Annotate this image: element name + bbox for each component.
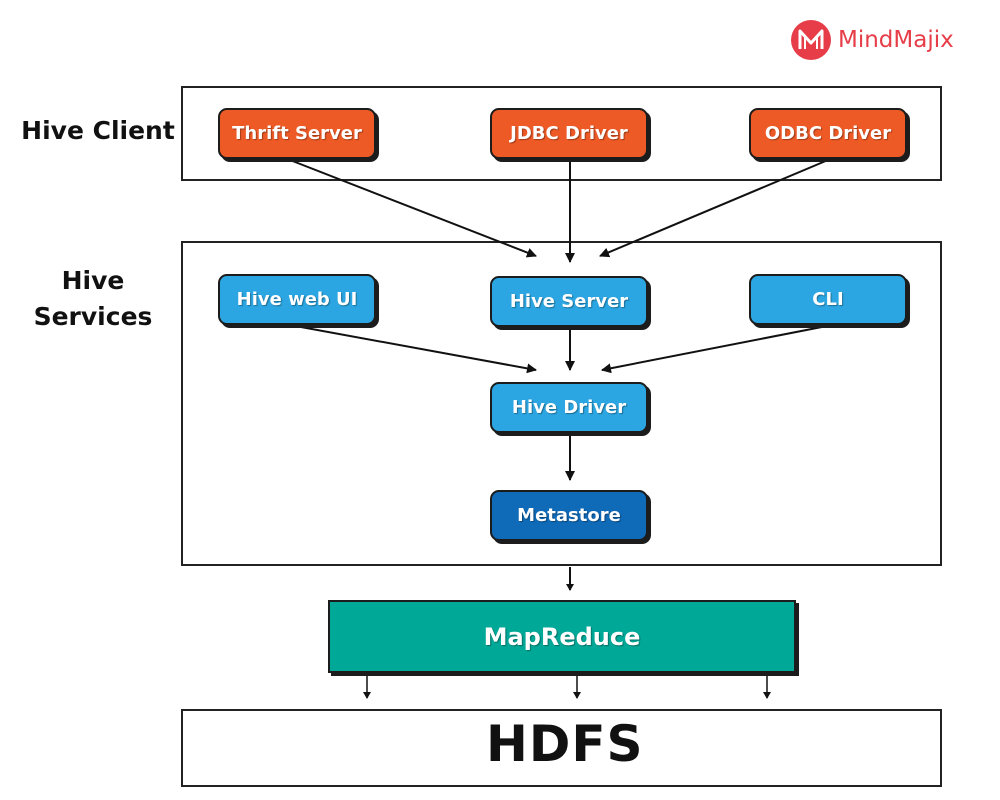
hive-server-label: Hive Server — [509, 291, 629, 312]
arrow-cli-to-driver — [601, 324, 833, 374]
hdfs-label: HDFS — [486, 715, 644, 773]
hive-driver-label: Hive Driver — [511, 397, 627, 418]
hive-server-node: Hive Server — [490, 276, 648, 327]
hive-web-ui-node: Hive web UI — [218, 274, 376, 325]
cli-node: CLI — [749, 274, 907, 325]
thrift-server-label: Thrift Server — [232, 123, 362, 144]
brand-name: MindMajix — [838, 27, 954, 53]
odbc-driver-node: ODBC Driver — [749, 108, 907, 159]
arrow-thrift-to-server — [289, 159, 537, 258]
mapreduce-label: MapReduce — [483, 622, 641, 651]
mapreduce-box: MapReduce — [328, 600, 796, 673]
hive-services-label-line2: Services — [33, 302, 153, 331]
hive-services-label: Hive Services — [18, 263, 168, 335]
hive-services-label-line1: Hive — [61, 266, 125, 295]
metastore-label: Metastore — [517, 505, 621, 526]
hive-client-label-text: Hive Client — [21, 116, 175, 145]
hdfs-frame — [181, 709, 942, 787]
metastore-node: Metastore — [490, 490, 648, 541]
arrow-webui-to-driver — [289, 324, 537, 374]
cli-label: CLI — [812, 289, 844, 310]
mindmajix-logo-icon — [791, 20, 831, 60]
mindmajix-logo: MindMajix — [790, 19, 954, 61]
thrift-server-node: Thrift Server — [218, 108, 376, 159]
jdbc-driver-node: JDBC Driver — [490, 108, 648, 159]
hive-driver-node: Hive Driver — [490, 382, 648, 433]
hive-client-label: Hive Client — [18, 113, 178, 149]
odbc-driver-label: ODBC Driver — [764, 123, 892, 144]
arrow-odbc-to-server — [599, 159, 829, 258]
hive-web-ui-label: Hive web UI — [236, 289, 358, 310]
jdbc-driver-label: JDBC Driver — [510, 123, 628, 144]
